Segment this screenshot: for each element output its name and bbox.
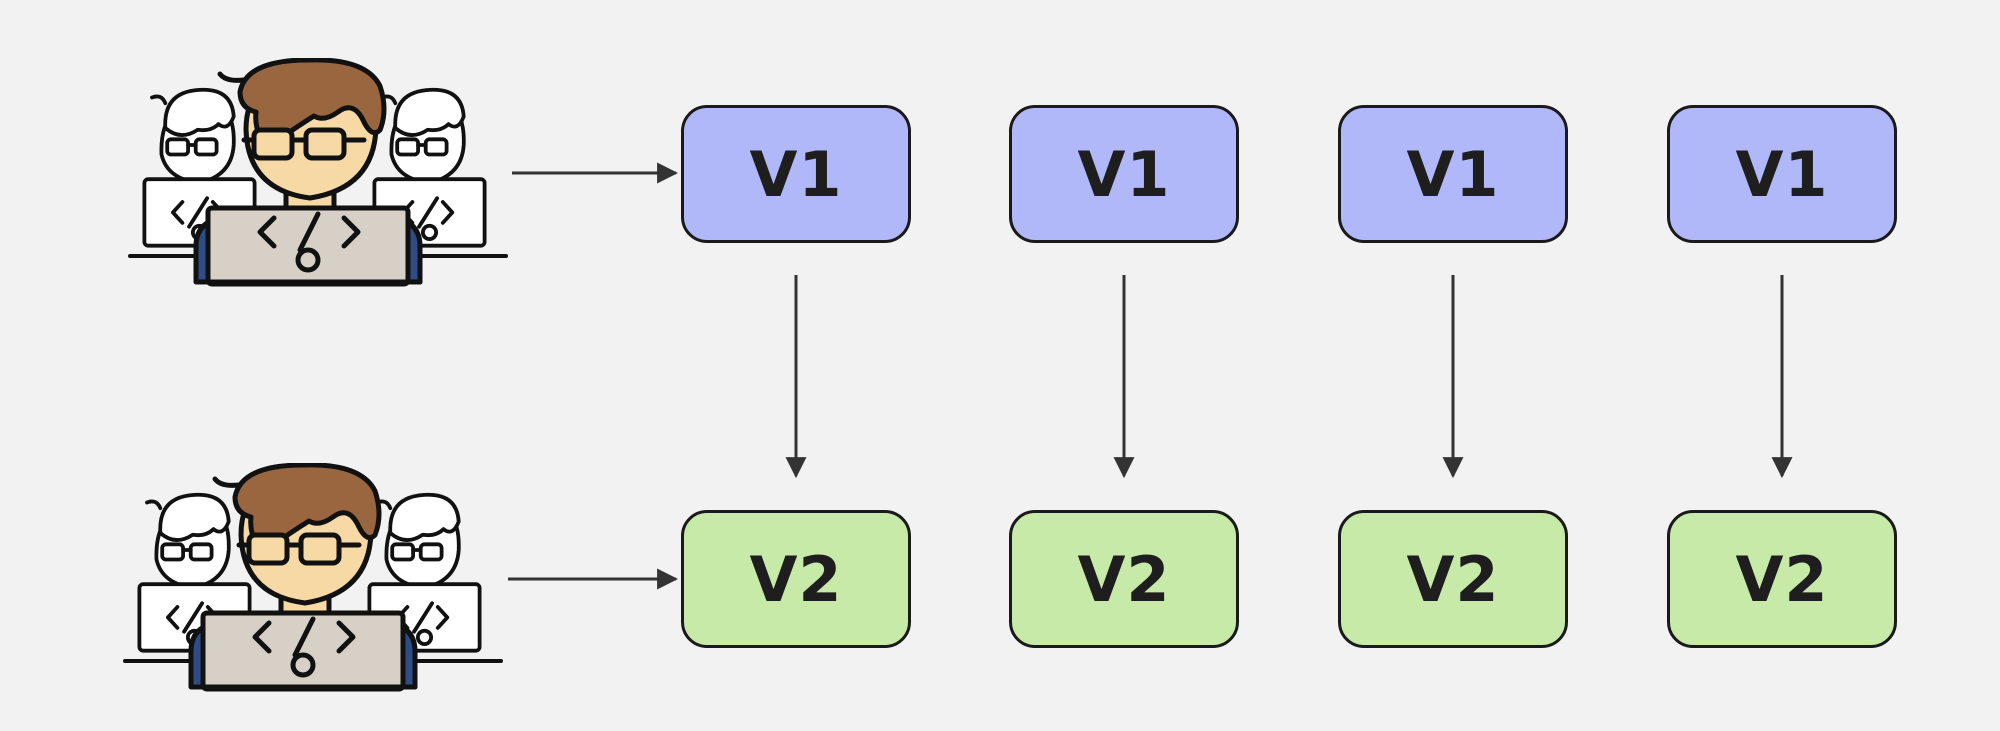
version-label: V1 [1735, 137, 1829, 211]
version-box-v2: V2 [1009, 510, 1239, 648]
version-label: V2 [1406, 542, 1500, 616]
developer-team-icon [126, 58, 516, 290]
version-box-v2: V2 [1338, 510, 1568, 648]
version-label: V1 [1406, 137, 1500, 211]
version-box-v1: V1 [1338, 105, 1568, 243]
developer-team-icon [121, 463, 511, 695]
version-label: V2 [1077, 542, 1171, 616]
version-label: V1 [749, 137, 843, 211]
version-box-v1: V1 [681, 105, 911, 243]
version-box-v2: V2 [1667, 510, 1897, 648]
version-label: V2 [1735, 542, 1829, 616]
version-box-v2: V2 [681, 510, 911, 648]
version-box-v1: V1 [1009, 105, 1239, 243]
version-label: V1 [1077, 137, 1171, 211]
version-label: V2 [749, 542, 843, 616]
version-box-v1: V1 [1667, 105, 1897, 243]
